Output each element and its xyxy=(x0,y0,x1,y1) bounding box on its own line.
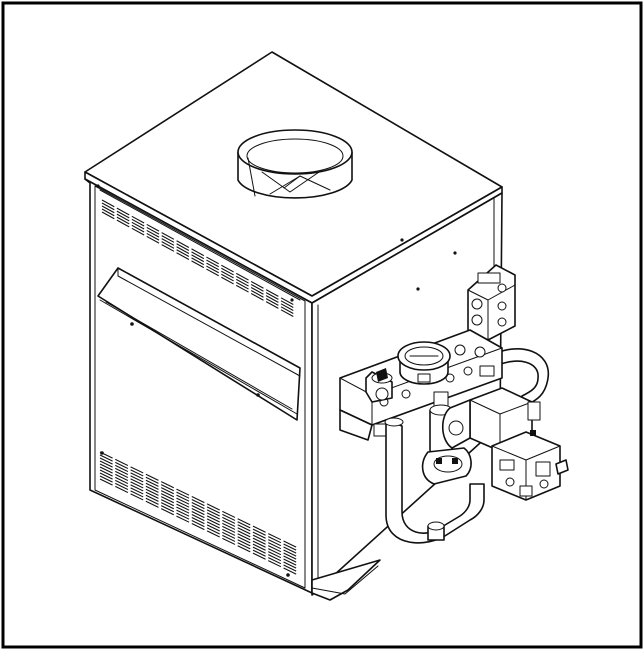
front-panel-frame xyxy=(94,185,306,589)
mounting-bracket xyxy=(339,409,373,441)
louver-slot xyxy=(99,451,299,549)
louver-slot xyxy=(99,469,299,567)
top-louver-vents xyxy=(101,199,297,319)
louver-slot xyxy=(99,466,299,564)
louver-slot xyxy=(99,478,299,576)
louver-slot xyxy=(101,211,297,319)
louver-slot xyxy=(99,457,299,555)
lower-return-pipe xyxy=(385,419,485,544)
flue-collar xyxy=(237,129,353,199)
bottom-louver-vents xyxy=(99,451,299,576)
gas-control-assembly xyxy=(339,264,569,544)
drain-fitting xyxy=(427,521,445,541)
louver-slot xyxy=(101,202,297,310)
gas-inlet-pipe xyxy=(555,459,569,475)
front-access-opening xyxy=(97,267,301,421)
louver-slot xyxy=(99,454,299,552)
gas-valve xyxy=(491,430,561,501)
cabinet-base xyxy=(311,559,381,601)
burner-inlet-elbow xyxy=(421,447,472,485)
louver-slot xyxy=(101,208,297,316)
louver-slot xyxy=(99,460,299,558)
pressure-temperature-gauge xyxy=(397,341,451,385)
combustion-blower xyxy=(441,387,541,453)
louver-slot xyxy=(99,463,299,561)
louver-slot xyxy=(99,475,299,573)
boiler-cabinet xyxy=(84,51,503,601)
louver-slot xyxy=(101,205,297,313)
louver-slot xyxy=(101,199,297,307)
louver-slot xyxy=(99,472,299,570)
relief-valve xyxy=(365,368,393,403)
